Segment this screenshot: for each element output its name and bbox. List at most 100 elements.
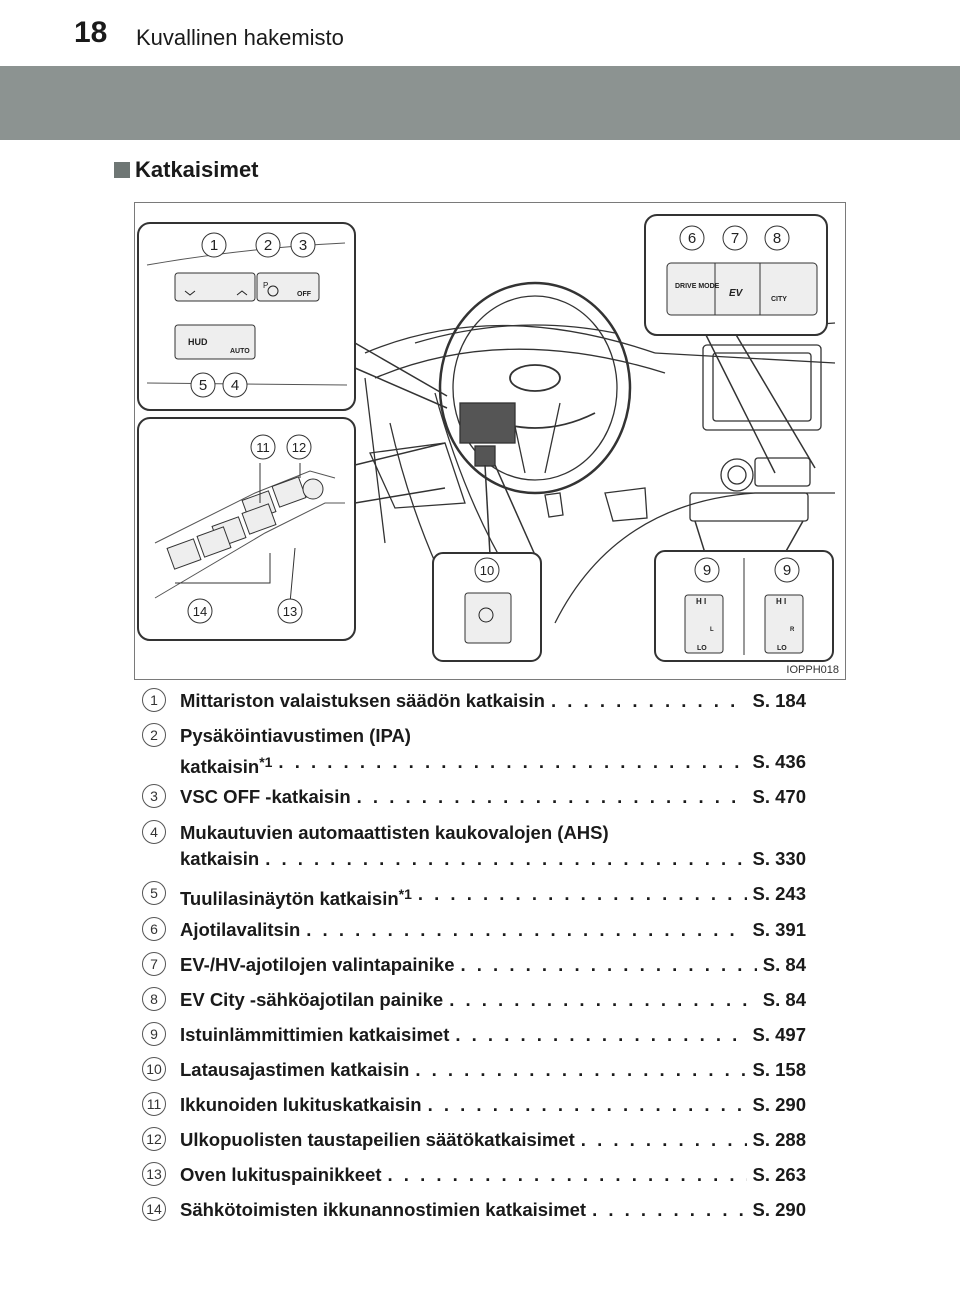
callout-12: 12 — [286, 434, 312, 460]
svg-text:9: 9 — [703, 562, 711, 579]
item-label: Tuulilasinäytön katkaisin*1 — [180, 886, 412, 909]
callout-10: 10 — [474, 557, 500, 583]
section-title: Katkaisimet — [135, 157, 259, 182]
item-label: VSC OFF -katkaisin — [180, 786, 351, 807]
page-ref[interactable]: S. 330 — [752, 848, 807, 869]
item-number: 14 — [142, 1197, 166, 1221]
item-number: 11 — [142, 1092, 166, 1116]
page-ref[interactable]: S. 470 — [752, 786, 807, 807]
page-header: 18 Kuvallinen hakemisto — [0, 0, 960, 140]
item-number: 1 — [142, 688, 166, 712]
item-label: Mittariston valaistuksen säädön katkaisi… — [180, 690, 545, 711]
item-number: 9 — [142, 1022, 166, 1046]
item-label: Ulkopuolisten taustapeilien säätökatkais… — [180, 1129, 575, 1150]
auto-label: AUTO — [230, 348, 250, 355]
item-number: 5 — [142, 881, 166, 905]
item-label-line: Mukautuvien automaattisten kaukovalojen … — [180, 822, 609, 843]
callout-11: 11 — [250, 434, 276, 460]
panel-9: H I H I LO LO L R — [654, 520, 834, 662]
item-number: 6 — [142, 917, 166, 941]
r-label: R — [790, 627, 795, 633]
page-ref[interactable]: S. 84 — [762, 989, 806, 1010]
page-ref[interactable]: S. 497 — [752, 1024, 807, 1045]
callout-6: 6 — [679, 225, 705, 251]
item-label: katkaisin*1 — [180, 754, 273, 777]
page-ref[interactable]: S. 184 — [752, 690, 807, 711]
panel-11-14 — [137, 417, 446, 641]
l-label: L — [710, 627, 714, 633]
svg-text:1: 1 — [210, 237, 218, 254]
page-ref[interactable]: S. 290 — [752, 1094, 807, 1115]
item-label: katkaisin — [180, 848, 260, 869]
panel-6-8: DRIVE MODE EV CITY — [644, 214, 828, 474]
callout-1: 1 — [201, 232, 227, 258]
callout-2: 2 — [255, 232, 281, 258]
item-number: 2 — [142, 723, 166, 747]
svg-text:3: 3 — [299, 237, 307, 254]
item-number: 13 — [142, 1162, 166, 1186]
item-number: 3 — [142, 784, 166, 808]
callout-14: 14 — [187, 598, 213, 624]
callout-7: 7 — [722, 225, 748, 251]
item-number: 7 — [142, 952, 166, 976]
item-label: EV City -sähköajotilan painike — [180, 989, 444, 1010]
item-number: 8 — [142, 987, 166, 1011]
panel-10 — [432, 464, 542, 662]
item-label: Sähkötoimisten ikkunannostimien katkaisi… — [180, 1199, 587, 1220]
item-label-line: Pysäköintiavustimen (IPA) — [180, 725, 411, 746]
svg-text:6: 6 — [688, 230, 696, 247]
svg-text:14: 14 — [193, 604, 207, 619]
p-label: P — [263, 281, 268, 290]
item-label: Istuinlämmittimien katkaisimet — [180, 1024, 450, 1045]
item-number: 4 — [142, 820, 166, 844]
hi-label-right: H I — [776, 597, 786, 606]
panel-1-5: HUD AUTO P OFF — [137, 222, 448, 411]
item-label: Oven lukituspainikkeet — [180, 1164, 382, 1185]
page-ref[interactable]: S. 436 — [752, 751, 807, 772]
callout-5: 5 — [190, 372, 216, 398]
callout-13: 13 — [277, 598, 303, 624]
svg-text:10: 10 — [480, 563, 494, 578]
dashboard-drawing: HUD AUTO P OFF — [137, 214, 836, 662]
figure-code: IOPPH018 — [786, 664, 839, 676]
callout-9-right: 9 — [774, 557, 800, 583]
svg-text:12: 12 — [292, 440, 306, 455]
switches-illustration: HUD AUTO P OFF — [134, 202, 846, 680]
svg-text:9: 9 — [783, 562, 791, 579]
item-label: EV-/HV-ajotilojen valintapainike — [180, 954, 455, 975]
page-ref[interactable]: S. 243 — [752, 883, 807, 904]
section-heading: Katkaisimet — [114, 157, 259, 183]
callout-4: 4 — [222, 372, 248, 398]
item-number: 10 — [142, 1057, 166, 1081]
city-label: CITY — [771, 296, 787, 303]
page-ref[interactable]: S. 391 — [752, 919, 807, 940]
drive-mode-label: DRIVE MODE — [675, 283, 720, 290]
svg-text:8: 8 — [773, 230, 781, 247]
hud-label: HUD — [188, 337, 208, 347]
off-label: OFF — [297, 291, 312, 298]
svg-text:13: 13 — [283, 604, 297, 619]
lo-label-right: LO — [777, 645, 787, 652]
svg-text:2: 2 — [264, 237, 272, 254]
lo-label-left: LO — [697, 645, 707, 652]
page-ref[interactable]: S. 84 — [762, 954, 806, 975]
item-label: Ajotilavalitsin — [180, 919, 301, 940]
item-number: 12 — [142, 1127, 166, 1151]
page-number: 18 — [74, 16, 108, 49]
svg-text:5: 5 — [199, 377, 207, 394]
hi-label-left: H I — [696, 597, 706, 606]
svg-text:4: 4 — [231, 377, 239, 394]
page-ref[interactable]: S. 263 — [752, 1164, 807, 1185]
page-ref[interactable]: S. 290 — [752, 1199, 807, 1220]
callout-9-left: 9 — [694, 557, 720, 583]
header-title: Kuvallinen hakemisto — [136, 25, 344, 50]
svg-text:7: 7 — [731, 230, 739, 247]
page-ref[interactable]: S. 158 — [752, 1059, 807, 1080]
section-bullet — [114, 162, 130, 178]
item-label: Ikkunoiden lukituskatkaisin — [180, 1094, 422, 1115]
callout-8: 8 — [764, 225, 790, 251]
ev-label: EV — [729, 288, 744, 299]
page-ref[interactable]: S. 288 — [752, 1129, 807, 1150]
header-band — [0, 66, 960, 140]
item-label: Latausajastimen katkaisin — [180, 1059, 410, 1080]
